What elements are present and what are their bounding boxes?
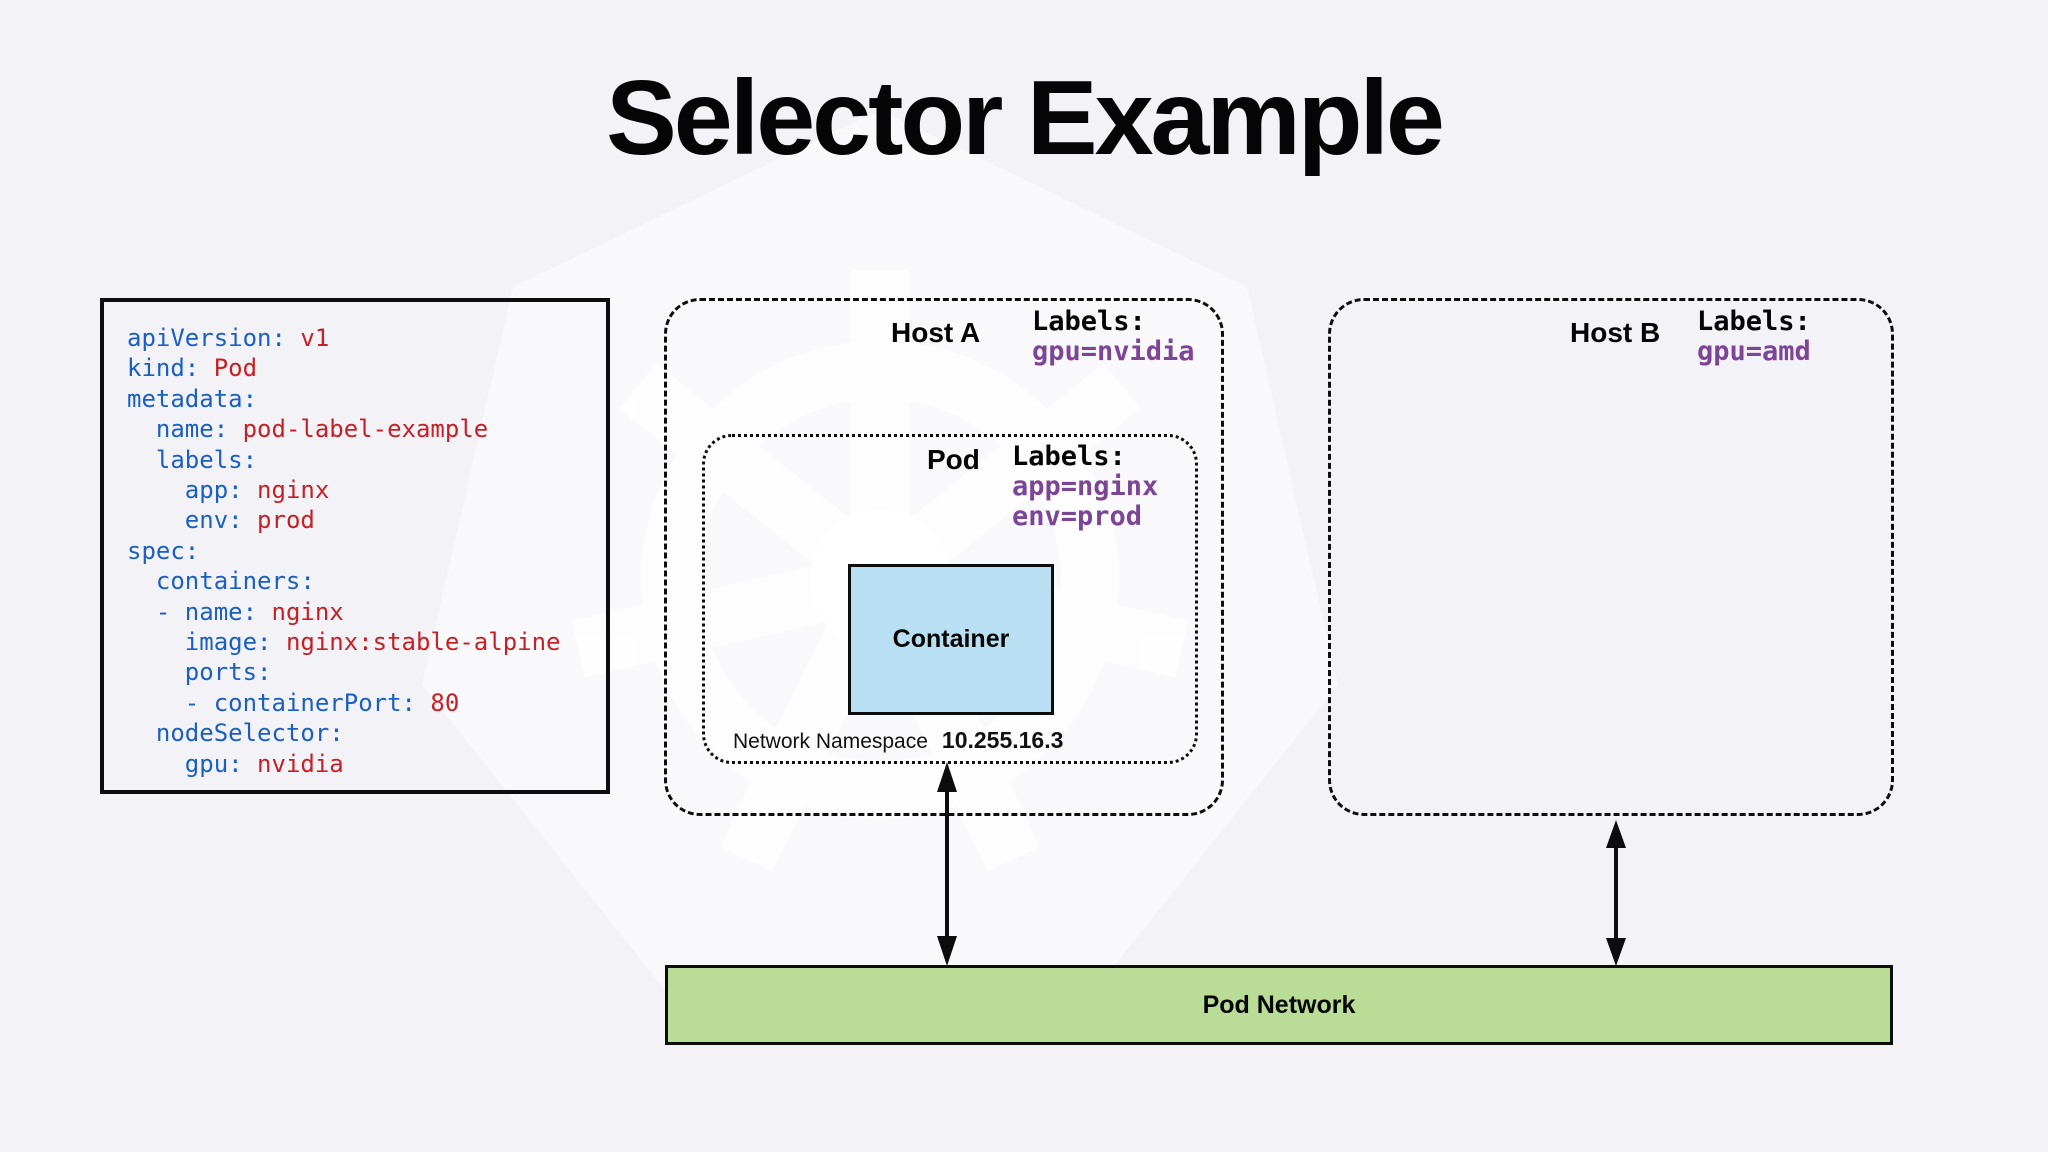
host-b-title: Host B (1570, 317, 1661, 348)
host-a-box: Host A Labels: gpu=nvidia Pod Labels: ap… (664, 298, 1224, 816)
host-b-labels: Labels: gpu=amd (1697, 307, 1811, 367)
yaml-line: name: pod-label-example (155, 415, 489, 444)
yaml-line: ports: (184, 658, 272, 687)
pod-network-label: Pod Network (1202, 990, 1356, 1019)
network-namespace-caption: Network Namespace (733, 730, 928, 753)
yaml-line: containers: (155, 567, 315, 596)
host-a-label-value: gpu=nvidia (1032, 336, 1195, 367)
host-a-title: Host A (891, 317, 981, 348)
network-namespace-line: Network Namespace 10.255.16.3 (733, 727, 1063, 754)
container-label: Container (892, 625, 1010, 653)
yaml-line: - containerPort: 80 (184, 688, 460, 717)
yaml-line: - name: nginx (155, 597, 344, 626)
yaml-line: gpu: nvidia (184, 749, 344, 778)
container-box: Container (848, 564, 1054, 715)
host-a-network-arrow-icon (937, 762, 957, 966)
host-b-network-arrow-icon (1606, 820, 1626, 966)
yaml-line: labels: (155, 445, 258, 474)
pod-title: Pod (927, 444, 980, 475)
yaml-line: spec: (127, 536, 200, 565)
yaml-line: kind: Pod (127, 354, 258, 383)
pod-box: Pod Labels: app=nginx env=prod Container… (702, 434, 1198, 764)
pod-ip-address: 10.255.16.3 (941, 727, 1064, 753)
host-a-labels-heading: Labels: (1032, 306, 1146, 337)
host-a-labels: Labels: gpu=nvidia (1032, 307, 1195, 367)
host-b-box: Host B Labels: gpu=amd (1328, 298, 1894, 816)
pod-labels-heading: Labels: (1012, 441, 1126, 472)
yaml-line: nodeSelector: (155, 719, 344, 748)
yaml-line: image: nginx:stable-alpine (184, 628, 561, 657)
page-title: Selector Example (606, 59, 1445, 177)
pod-labels: Labels: app=nginx env=prod (1012, 442, 1158, 532)
pod-network-bar: Pod Network (665, 965, 1893, 1045)
host-b-labels-heading: Labels: (1697, 306, 1811, 337)
host-b-label-value: gpu=amd (1697, 336, 1811, 367)
yaml-line: env: prod (184, 506, 315, 535)
yaml-line: metadata: (127, 384, 258, 413)
pod-label-value: app=nginx (1012, 471, 1159, 502)
pod-label-value: env=prod (1012, 501, 1143, 532)
yaml-line: app: nginx (184, 476, 330, 505)
yaml-line: apiVersion: v1 (127, 324, 330, 352)
